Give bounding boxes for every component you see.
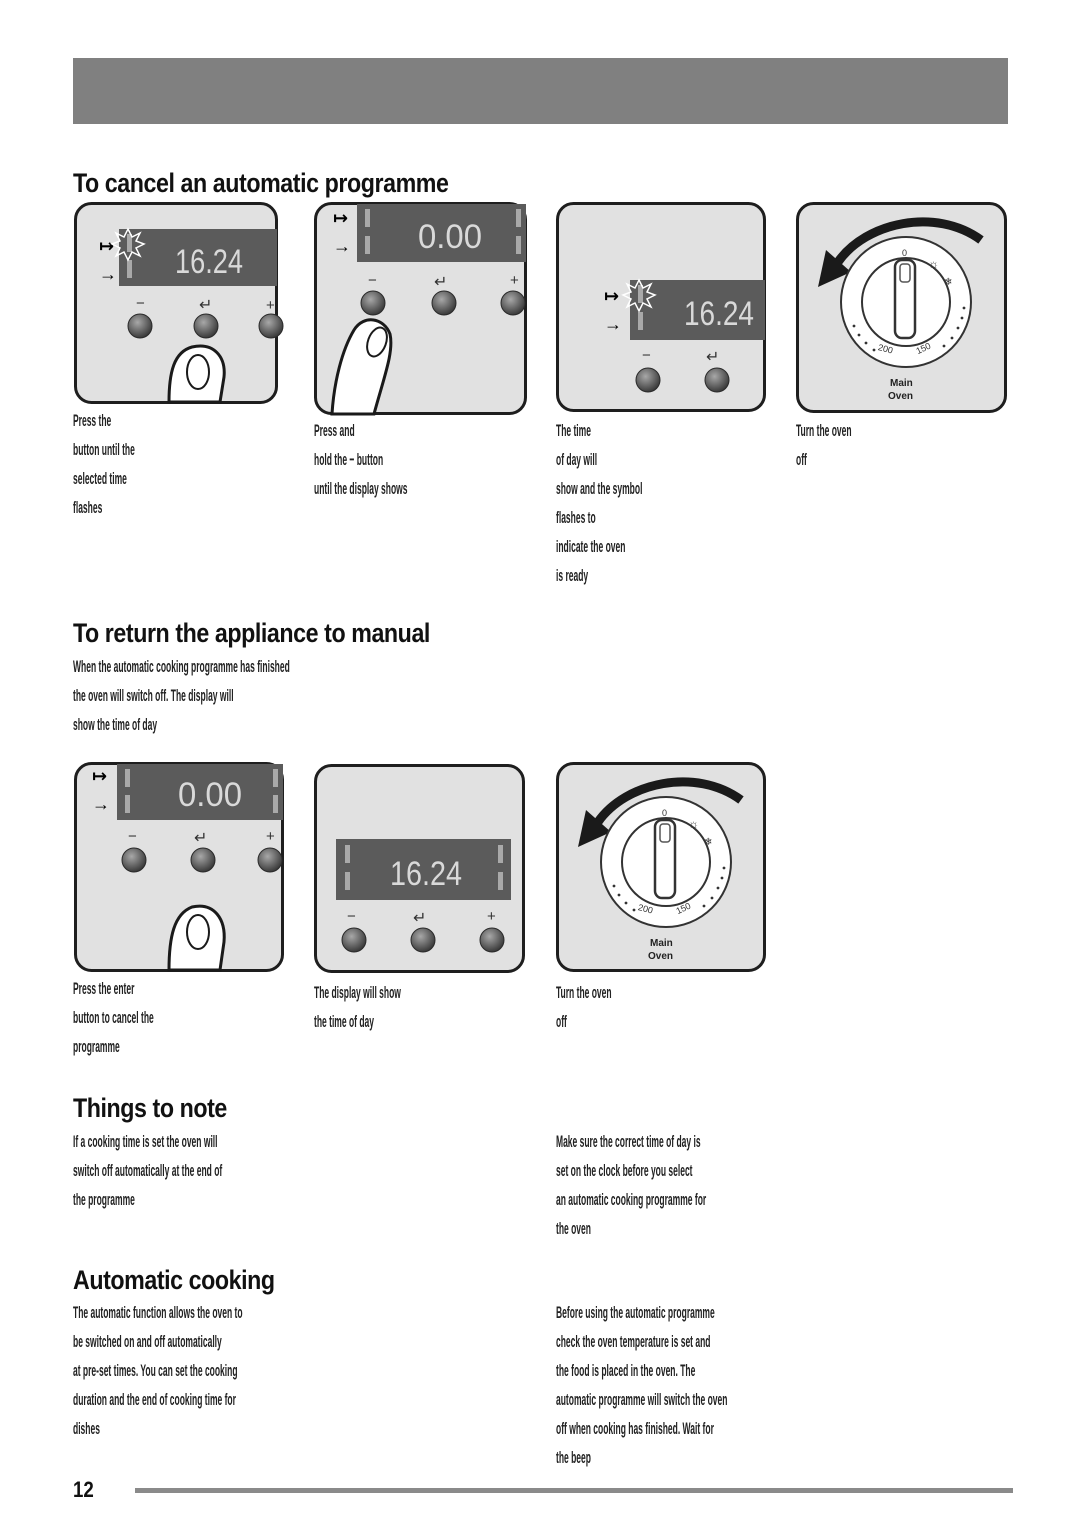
minus-button[interactable] bbox=[127, 313, 153, 339]
enter-button[interactable] bbox=[704, 367, 730, 393]
header-band bbox=[73, 58, 1008, 124]
notes-right-text: Make sure the correct time of day is set… bbox=[556, 1132, 707, 1238]
cook-time-symbol: ↦ bbox=[604, 286, 619, 306]
caption-cancel-2: Press and hold the − button until the di… bbox=[314, 421, 408, 498]
lcd-display bbox=[336, 839, 511, 900]
cook-time-symbol: ↦ bbox=[92, 766, 107, 786]
dial-label-main: Main bbox=[650, 938, 673, 949]
flash-indicator-icon bbox=[621, 278, 657, 313]
lcd-display bbox=[357, 204, 526, 262]
figure-cancel-step-1: ↦ → 16.24 − ↵ + bbox=[74, 202, 284, 404]
end-time-symbol: → bbox=[333, 236, 351, 256]
display-time-text: 16.24 bbox=[684, 295, 754, 333]
cook-time-symbol: ↦ bbox=[333, 208, 348, 228]
figure-manual-step-2: 16.24 − ↵ + bbox=[314, 764, 525, 973]
minus-button[interactable] bbox=[121, 847, 147, 873]
display-zero-text: 0.00 bbox=[418, 218, 482, 256]
dial-label-oven: Oven bbox=[888, 391, 913, 402]
caption-cancel-4: Turn the oven off bbox=[796, 421, 852, 469]
dial-label-oven: Oven bbox=[648, 951, 673, 962]
minus-label: − bbox=[347, 908, 356, 925]
section-title-manual: To return the appliance to manual bbox=[73, 618, 430, 648]
display-time-text: 16.24 bbox=[390, 855, 462, 893]
lcd-display bbox=[117, 764, 283, 820]
minus-label: − bbox=[368, 272, 377, 289]
dial-label-main: Main bbox=[890, 378, 913, 389]
light-icon: ☼ bbox=[688, 817, 699, 831]
plus-button[interactable] bbox=[258, 313, 284, 339]
minus-button[interactable] bbox=[635, 367, 661, 393]
figure-cancel-step-2: ↦ → 0.00 − ↵ + bbox=[314, 202, 527, 416]
manual-intro-text: When the automatic cooking programme has… bbox=[73, 657, 290, 734]
fan-icon: ❄ bbox=[944, 277, 952, 288]
end-time-symbol: → bbox=[604, 314, 622, 334]
minus-label: − bbox=[642, 347, 651, 364]
caption-manual-1: Press the enter button to cancel the pro… bbox=[73, 979, 154, 1056]
end-time-symbol: → bbox=[92, 794, 110, 814]
end-time-symbol: → bbox=[99, 264, 117, 284]
minus-button[interactable] bbox=[341, 927, 367, 953]
plus-label: + bbox=[266, 297, 275, 314]
notes-left-text: If a cooking time is set the oven will s… bbox=[73, 1132, 223, 1209]
dial-200-label: 200 bbox=[637, 902, 654, 916]
enter-label: ↵ bbox=[434, 274, 447, 291]
fan-icon: ❄ bbox=[704, 837, 712, 848]
section-title-auto: Automatic cooking bbox=[73, 1265, 275, 1295]
section-title-cancel: To cancel an automatic programme bbox=[73, 168, 449, 198]
section-title-notes: Things to note bbox=[73, 1093, 227, 1123]
enter-button[interactable] bbox=[410, 927, 436, 953]
plus-button[interactable] bbox=[479, 927, 505, 953]
enter-label: ↵ bbox=[706, 349, 719, 366]
minus-label: − bbox=[136, 295, 145, 312]
enter-button[interactable] bbox=[190, 847, 216, 873]
plus-label: + bbox=[266, 828, 275, 845]
caption-cancel-1: Press the button until the selected time… bbox=[73, 411, 135, 517]
enter-label: ↵ bbox=[194, 830, 207, 847]
auto-left-text: The automatic function allows the oven t… bbox=[73, 1303, 243, 1438]
figure-manual-step-1: ↦ → 0.00 − ↵ + bbox=[74, 762, 284, 972]
enter-button[interactable] bbox=[431, 290, 457, 316]
rotate-arrow-icon bbox=[594, 777, 744, 825]
minus-label: − bbox=[128, 828, 137, 845]
footer-rule bbox=[135, 1488, 1013, 1493]
enter-label: ↵ bbox=[199, 297, 212, 314]
display-zero-text: 0.00 bbox=[178, 776, 242, 814]
caption-manual-2: The display will show the time of day bbox=[314, 983, 401, 1031]
dial-200-label: 200 bbox=[877, 342, 894, 356]
plus-label: + bbox=[510, 272, 519, 289]
rotate-arrow-icon bbox=[834, 217, 984, 265]
caption-manual-3: Turn the oven off bbox=[556, 983, 612, 1031]
page-number: 12 bbox=[73, 1477, 94, 1502]
figure-cancel-step-3: ↦ → 16.24 − ↵ bbox=[556, 202, 766, 412]
plus-button[interactable] bbox=[257, 847, 283, 873]
enter-label: ↵ bbox=[413, 910, 426, 927]
plus-label: + bbox=[487, 908, 496, 925]
auto-right-text: Before using the automatic programme che… bbox=[556, 1303, 728, 1467]
caption-cancel-3: The time of day will show and the symbol… bbox=[556, 421, 643, 585]
lcd-display bbox=[630, 280, 765, 340]
display-time-text: 16.24 bbox=[175, 243, 243, 281]
flash-indicator-icon bbox=[110, 227, 146, 262]
lcd-display bbox=[119, 229, 277, 286]
figure-cancel-step-4: 0 ☼ ❄ 200 150 Main Oven bbox=[796, 202, 1007, 413]
light-icon: ☼ bbox=[928, 257, 939, 271]
plus-button[interactable] bbox=[500, 290, 526, 316]
dial-zero-label: 0 bbox=[662, 808, 667, 818]
minus-button[interactable] bbox=[360, 290, 386, 316]
enter-button[interactable] bbox=[193, 313, 219, 339]
figure-manual-step-3: 0 ☼ ❄ 200 150 Main Oven bbox=[556, 762, 766, 972]
cook-time-symbol: ↦ bbox=[99, 236, 114, 256]
dial-zero-label: 0 bbox=[902, 248, 907, 258]
